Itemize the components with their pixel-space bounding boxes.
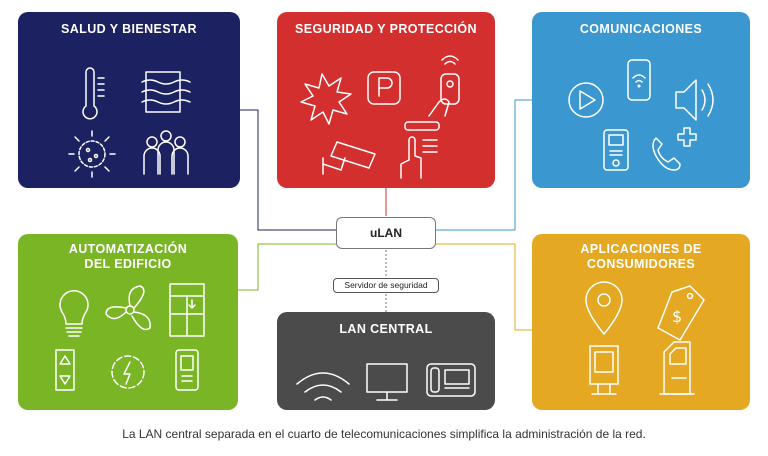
intercom-handset-icon	[603, 129, 629, 171]
tile-seguridad-proteccion: SEGURIDAD Y PROTECCIÓN	[277, 12, 495, 188]
fan-icon	[105, 285, 151, 331]
elevator-icon	[55, 349, 75, 391]
parking-icon	[367, 71, 401, 105]
virus-icon	[68, 130, 116, 178]
security-camera-icon	[322, 141, 376, 175]
play-circle-icon	[568, 82, 604, 118]
tile-title: SEGURIDAD Y PROTECCIÓN	[295, 22, 477, 36]
tile-title: COMUNICACIONES	[579, 22, 703, 36]
alarm-burst-icon	[300, 73, 352, 125]
location-pin-icon	[585, 281, 623, 335]
smart-panel-icon	[175, 349, 199, 391]
tile-title: AUTOMATIZACIÓN DEL EDIFICIO	[68, 242, 188, 271]
tile-salud-bienestar: SALUD Y BIENESTAR	[18, 12, 240, 188]
keypad-hand-icon	[400, 121, 440, 179]
people-group-icon	[143, 130, 189, 175]
svg-text:$: $	[672, 307, 682, 326]
tile-comunicaciones: COMUNICACIONES	[532, 12, 750, 188]
power-gear-icon	[111, 355, 145, 389]
air-filter-icon	[141, 71, 191, 113]
connector-salud	[240, 109, 336, 231]
telephone-icon	[426, 363, 476, 397]
kiosk-icon	[659, 341, 695, 395]
monitor-icon	[366, 363, 408, 401]
tile-title: SALUD Y BIENESTAR	[61, 22, 197, 36]
phone-plus-icon	[652, 127, 697, 171]
thermometer-icon	[82, 67, 105, 120]
connector-comunicaciones	[436, 99, 532, 231]
tile-lan-central: LAN CENTRAL	[277, 312, 495, 410]
tile-title: APLICACIONES DE CONSUMIDORES	[580, 242, 702, 271]
caption: La LAN central separada en el cuarto de …	[122, 427, 646, 441]
digital-signage-icon	[589, 345, 619, 395]
window-blind-icon	[169, 283, 205, 337]
wifi-icon	[296, 372, 350, 401]
connector-aplicaciones	[436, 243, 532, 331]
ulan-hub: uLAN	[336, 217, 436, 249]
tile-title: LAN CENTRAL	[339, 322, 433, 336]
tile-aplicaciones-consumidores: APLICACIONES DE CONSUMIDORES $	[532, 234, 750, 410]
price-tag-icon: $	[657, 285, 705, 341]
security-server-label: Servidor de seguridad	[333, 278, 439, 293]
connector-automatizacion	[238, 243, 336, 291]
key-fob-hand-icon	[428, 55, 460, 117]
tile-automatizacion-edificio: AUTOMATIZACIÓN DEL EDIFICIO	[18, 234, 238, 410]
smartphone-wifi-icon	[627, 59, 651, 101]
speaker-icon	[675, 79, 714, 121]
light-bulb-icon	[59, 290, 89, 337]
